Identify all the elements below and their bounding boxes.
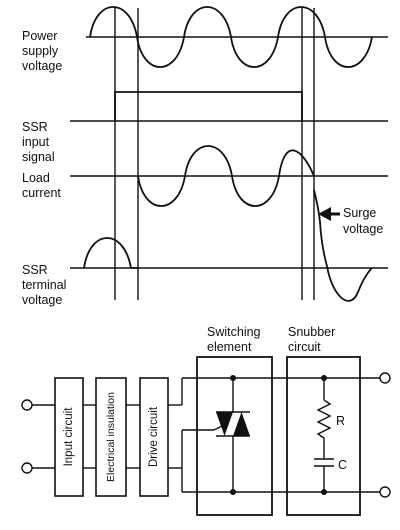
switching-element-label: Switching element — [207, 325, 264, 354]
output-terminal-top — [379, 372, 391, 384]
output-terminal-bottom — [379, 486, 391, 498]
capacitor-label: C — [338, 458, 347, 472]
surge-voltage-label: Surge voltage — [343, 206, 383, 236]
load-current-label: Load current — [22, 171, 61, 200]
electrical-insulation-block — [95, 377, 127, 497]
input-terminal-top — [21, 399, 33, 411]
drive-circuit-label: Drive circuit — [148, 406, 160, 467]
ssr-terminal-waveform-after — [326, 265, 373, 302]
input-circuit-label: Input circuit — [63, 407, 75, 467]
junction-dot — [230, 375, 236, 381]
electrical-insulation-label: Electrical insulation — [105, 392, 117, 482]
input-terminal-bottom — [21, 462, 33, 474]
waveform-section: Power supply voltage SSR input signal Lo… — [22, 6, 388, 307]
input-circuit-block — [54, 377, 84, 497]
resistor-icon — [316, 399, 332, 439]
power-supply-waveform — [89, 6, 373, 68]
drive-circuit-block — [139, 377, 169, 497]
ssr-input-pulse — [114, 91, 303, 121]
triac-gate — [213, 423, 227, 431]
resistor-label: R — [336, 414, 345, 428]
triac-icon-up — [233, 412, 250, 436]
ssr-terminal-label: SSR terminal voltage — [22, 263, 70, 307]
junction-dot — [230, 489, 236, 495]
ssr-terminal-surge — [313, 189, 328, 267]
ssr-input-label: SSR input signal — [22, 120, 55, 164]
ssr-terminal-waveform-before — [83, 237, 138, 269]
snubber-circuit-box — [286, 356, 361, 516]
power-supply-label: Power supply voltage — [22, 29, 62, 73]
surge-arrow-head — [318, 207, 331, 221]
snubber-circuit-label: Snubber circuit — [288, 325, 339, 354]
switching-element-box — [196, 356, 273, 516]
load-current-waveform — [137, 145, 315, 207]
circuit-section: Input circuit Electrical insulation Driv… — [21, 325, 391, 516]
